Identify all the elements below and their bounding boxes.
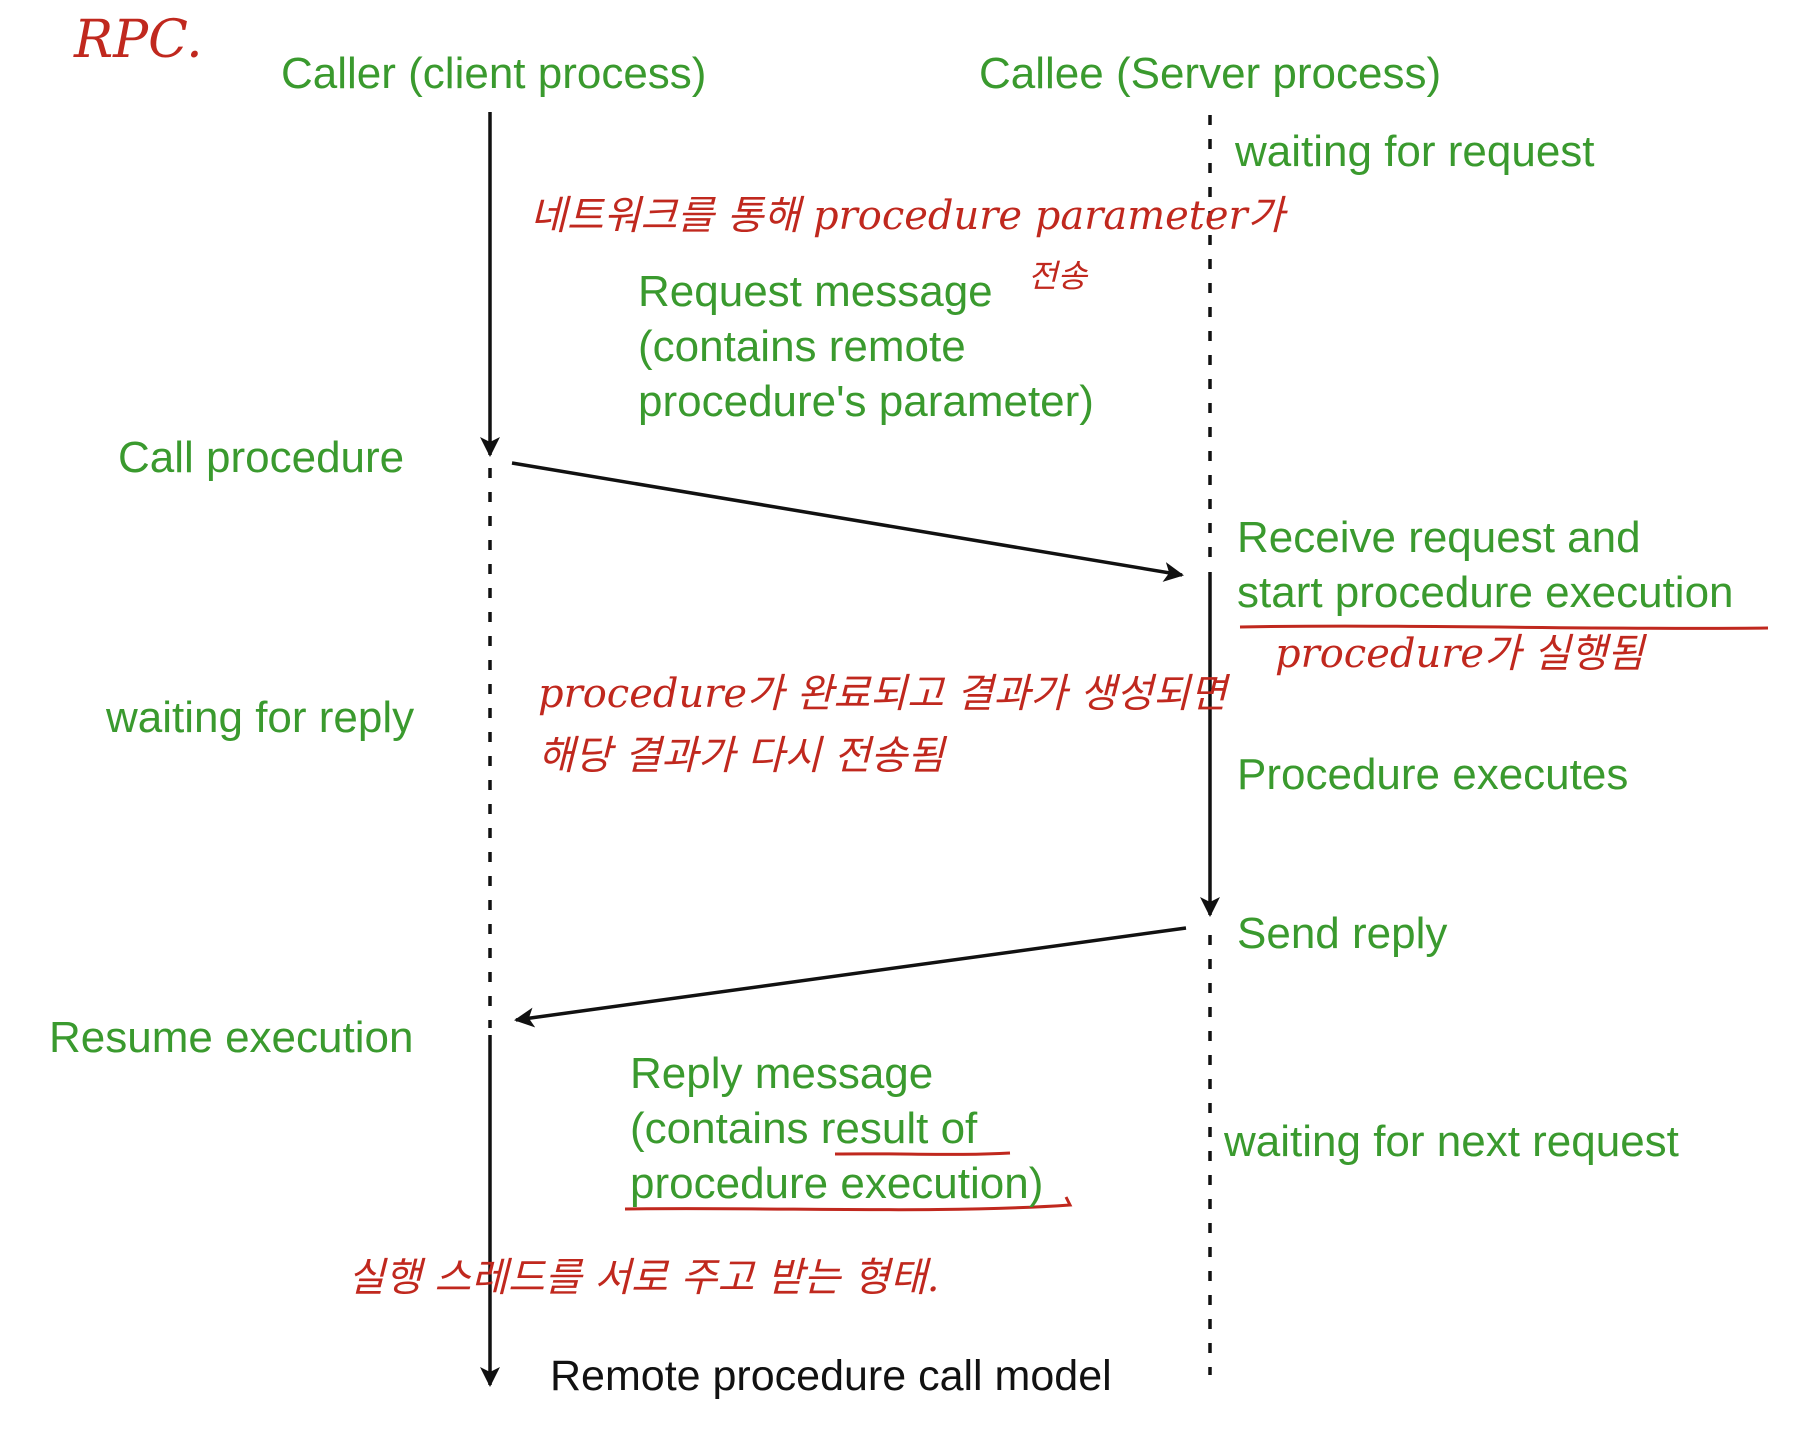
callee-waiting-for-next-request: waiting for next request: [1224, 1117, 1679, 1166]
request-message-arrow: [511, 461, 1184, 582]
reply-message-line2: (contains result of: [630, 1104, 978, 1153]
callee-receive-request-line1: Receive request and: [1237, 513, 1641, 562]
caller-lane-title: Caller (client process): [281, 49, 707, 98]
callee-waiting-for-request: waiting for request: [1235, 127, 1595, 176]
callee-lane-title: Callee (Server process): [979, 49, 1442, 98]
underline-result-of: [834, 1151, 1011, 1156]
diagram-caption: Remote procedure call model: [550, 1352, 1112, 1400]
reply-message-line1: Reply message: [630, 1049, 934, 1098]
caller-resume-execution: Resume execution: [49, 1013, 414, 1062]
request-message-line1: Request message: [638, 267, 993, 316]
reply-note-line2: 해당 결과가 다시 전송됨: [538, 733, 945, 779]
caller-waiting-for-reply: waiting for reply: [106, 693, 415, 742]
request-note-line1: 네트워크를 통해 procedure parameter가: [530, 193, 1285, 239]
request-message-line3: procedure's parameter): [638, 377, 1094, 426]
reply-message-arrow: [514, 926, 1187, 1028]
request-message-line2: (contains remote: [638, 322, 966, 371]
request-note-line2: 전송: [1028, 257, 1087, 295]
reply-note-line1: procedure가 완료되고 결과가 생성되면: [538, 671, 1227, 717]
execute-note: procedure가 실행됨: [1275, 631, 1644, 677]
underline-start-execution: [1239, 624, 1769, 630]
reply-message-line3: procedure execution): [630, 1159, 1044, 1208]
callee-receive-request-line2: start procedure execution: [1237, 568, 1734, 617]
callee-send-reply: Send reply: [1237, 909, 1448, 958]
rpc-heading-annotation: RPC.: [74, 10, 203, 70]
underline-procedure-execution: [624, 1196, 1073, 1212]
summary-note: 실행 스레드를 서로 주고 받는 형태.: [348, 1255, 940, 1301]
callee-procedure-executes: Procedure executes: [1237, 750, 1629, 799]
caller-call-procedure: Call procedure: [118, 433, 405, 482]
